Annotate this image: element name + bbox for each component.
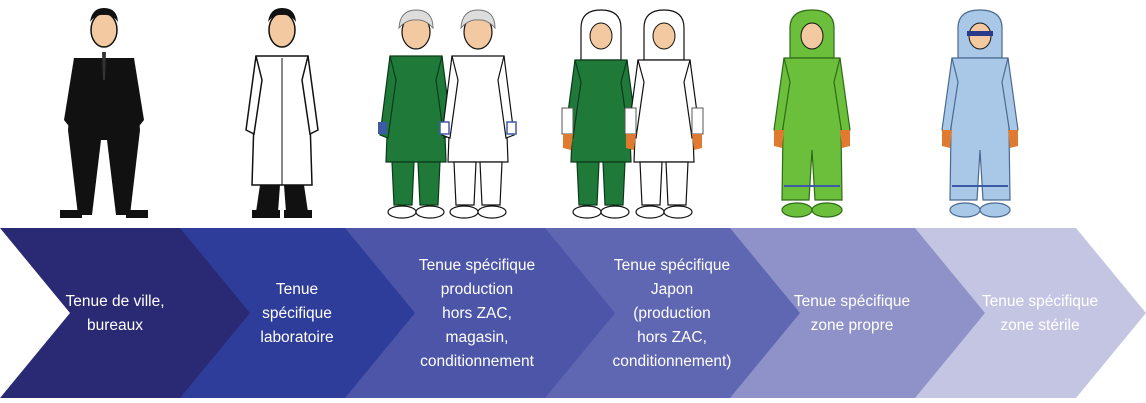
step-label-line: conditionnement xyxy=(420,353,534,370)
white-hooded-japan-outfit-person-icon xyxy=(624,9,704,219)
step-label-6: Tenue spécifique zone stérile xyxy=(982,293,1098,334)
step-label-2: Tenue spécifique laboratoire xyxy=(260,281,333,346)
step-label-line: (production xyxy=(633,305,711,322)
white-production-outfit-person-icon xyxy=(439,9,517,219)
step-label-1: Tenue de ville, bureaux xyxy=(65,293,164,334)
process-step-1: Tenue de ville, bureaux xyxy=(0,228,250,398)
blue-sterile-suit-person-icon xyxy=(941,9,1019,218)
step-label-line: bureaux xyxy=(87,317,143,334)
step-label-line: hors ZAC, xyxy=(442,305,512,322)
step-label-line: Japon xyxy=(651,281,693,298)
step-label-line: Tenue spécifique xyxy=(982,293,1098,310)
step-label-line: magasin, xyxy=(446,329,509,346)
step-label-5: Tenue spécifique zone propre xyxy=(794,293,910,334)
lab-coat-person-icon xyxy=(245,8,319,218)
step-label-line: Tenue spécifique xyxy=(419,257,535,274)
step-label-line: conditionnement) xyxy=(613,353,732,370)
green-cleanroom-suit-person-icon xyxy=(773,9,851,218)
step-label-line: Tenue spécifique xyxy=(794,293,910,310)
step-label-line: spécifique xyxy=(262,305,332,322)
step-label-line: laboratoire xyxy=(260,329,333,346)
chevron-shape-1 xyxy=(0,228,250,398)
step-label-line: zone propre xyxy=(811,317,894,334)
step-label-line: Tenue xyxy=(276,281,318,298)
step-label-line: zone stérile xyxy=(1000,317,1079,334)
step-label-3: Tenue spécifique production hors ZAC, magas… xyxy=(419,257,535,370)
business-suit-person-icon xyxy=(60,8,148,218)
step-label-line: hors ZAC, xyxy=(637,329,707,346)
step-label-line: Tenue de ville, xyxy=(65,293,164,310)
step-label-line: Tenue spécifique xyxy=(614,257,730,274)
figures-row xyxy=(60,8,1019,219)
step-label-line: production xyxy=(441,281,513,298)
green-production-outfit-person-icon xyxy=(378,9,454,219)
